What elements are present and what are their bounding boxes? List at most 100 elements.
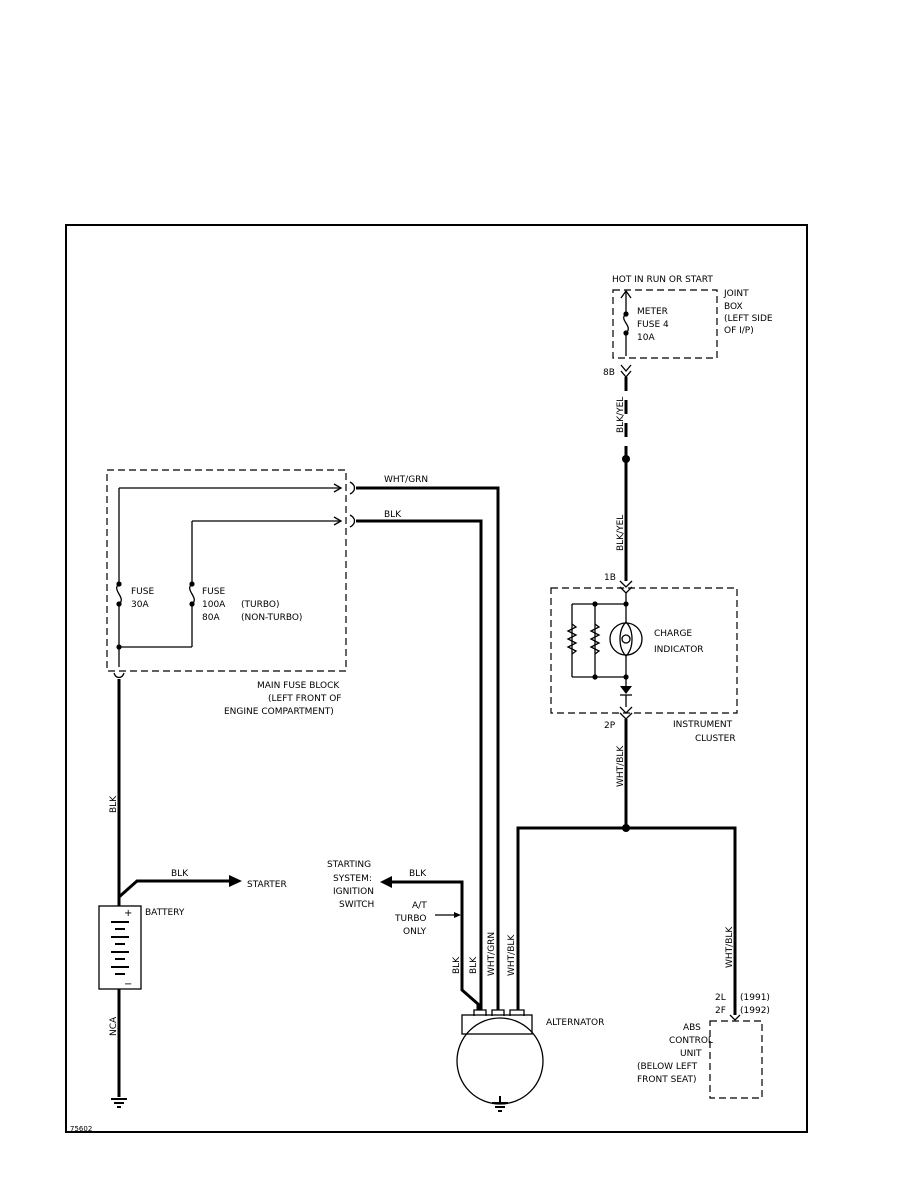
hot-in-run-label: HOT IN RUN OR START <box>612 275 713 285</box>
svg-text:IGNITION: IGNITION <box>333 887 374 897</box>
svg-text:(NON-TURBO): (NON-TURBO) <box>241 613 302 623</box>
svg-text:MAIN FUSE BLOCK: MAIN FUSE BLOCK <box>257 681 340 691</box>
meter-fuse-label: METER FUSE 4 10A <box>637 307 669 343</box>
battery-ground-icon <box>111 1098 127 1108</box>
svg-text:(1991): (1991) <box>740 993 770 1003</box>
wire-label-blk-yel-upper: BLK/YEL <box>616 397 626 433</box>
connector-blk-icon <box>349 514 356 528</box>
wire-blk-starter <box>118 879 230 899</box>
svg-text:FUSE 4: FUSE 4 <box>637 320 669 330</box>
svg-text:SWITCH: SWITCH <box>339 900 374 910</box>
wire-label-blk-starting: BLK <box>409 869 427 879</box>
starter-arrow-icon <box>229 875 242 887</box>
wire-blk-ignition <box>392 880 480 1010</box>
svg-text:OF I/P): OF I/P) <box>724 326 754 336</box>
charge-indicator-label: CHARGE INDICATOR <box>654 629 704 655</box>
svg-text:METER: METER <box>637 307 668 317</box>
connector-2p-label: 2P <box>604 721 616 731</box>
svg-text:2L: 2L <box>715 993 726 1003</box>
battery-icon: + − <box>98 897 142 990</box>
connector-1b-label: 1B <box>604 573 616 583</box>
connector-battery-feed-icon <box>113 672 125 679</box>
main-fuse-block-internal-wiring <box>116 483 343 667</box>
connector-8b-label: 8B <box>603 368 615 378</box>
battery-label: BATTERY <box>145 908 185 918</box>
svg-text:STARTING: STARTING <box>327 860 371 870</box>
diagram-frame <box>65 224 808 1133</box>
wire-label-blk-top: BLK <box>384 510 402 520</box>
wire-label-wht-blk-abs: WHT/BLK <box>725 926 735 968</box>
svg-text:JOINT: JOINT <box>723 289 749 299</box>
alternator-connector-icon <box>473 1009 525 1016</box>
svg-text:(BELOW LEFT: (BELOW LEFT <box>637 1062 698 1072</box>
alternator-label: ALTERNATOR <box>546 1018 604 1028</box>
wire-label-wht-blk-cluster: WHT/BLK <box>616 745 626 787</box>
main-fuse-block-outline <box>106 469 347 672</box>
abs-control-unit-label: ABS CONTROL UNIT (BELOW LEFT FRONT SEAT) <box>637 1023 713 1085</box>
svg-text:SYSTEM:: SYSTEM: <box>333 874 372 884</box>
wire-label-alt-blk-2: BLK <box>469 956 479 974</box>
joint-box-outline <box>612 289 718 359</box>
abs-connector-icon <box>729 1014 741 1021</box>
fuse-30a-label: FUSE 30A <box>131 587 154 610</box>
fuse-30a-icon <box>116 581 122 607</box>
svg-text:ONLY: ONLY <box>403 927 427 937</box>
svg-text:80A: 80A <box>202 613 220 623</box>
fuse-100a-label: FUSE 100A 80A (TURBO) (NON-TURBO) <box>202 587 302 623</box>
svg-text:CLUSTER: CLUSTER <box>695 734 736 744</box>
connector-1b-icon <box>619 580 633 588</box>
at-turbo-only-label: A/T TURBO ONLY <box>394 901 427 937</box>
abs-pin-labels: 2L 2F (1991) (1992) <box>715 993 770 1016</box>
svg-text:INDICATOR: INDICATOR <box>654 645 704 655</box>
wire-blk-fuse <box>356 519 483 1010</box>
wire-wht-grn <box>356 486 500 1010</box>
svg-text:100A: 100A <box>202 600 226 610</box>
svg-text:2F: 2F <box>715 1006 726 1016</box>
wire-label-wht-grn: WHT/GRN <box>384 475 428 485</box>
svg-text:(LEFT FRONT OF: (LEFT FRONT OF <box>268 694 341 704</box>
svg-text:A/T: A/T <box>412 901 427 911</box>
wire-wht-blk-bus <box>516 826 737 1015</box>
abs-control-unit-outline <box>709 1020 763 1099</box>
svg-text:FUSE: FUSE <box>202 587 225 597</box>
svg-text:(LEFT SIDE: (LEFT SIDE <box>724 314 773 324</box>
alternator-terminal-block <box>461 1014 533 1035</box>
starting-system-label: STARTING SYSTEM: IGNITION SWITCH <box>327 860 374 910</box>
connector-8b-icon <box>620 364 632 373</box>
instrument-cluster-label: INSTRUMENT CLUSTER <box>673 720 736 744</box>
svg-text:(1992): (1992) <box>740 1006 770 1016</box>
svg-text:TURBO: TURBO <box>394 914 426 924</box>
main-fuse-block-label: MAIN FUSE BLOCK (LEFT FRONT OF ENGINE CO… <box>224 681 341 717</box>
diode-icon <box>620 677 632 707</box>
svg-text:ABS: ABS <box>683 1023 701 1033</box>
svg-text:−: − <box>124 979 132 990</box>
svg-text:(TURBO): (TURBO) <box>241 600 279 610</box>
ignition-switch-arrow-icon <box>380 876 392 888</box>
wire-label-nca: NCA <box>109 1016 119 1036</box>
starter-label: STARTER <box>247 880 287 890</box>
charge-indicator-circuit <box>571 593 629 680</box>
wire-label-alt-wht-grn: WHT/GRN <box>487 932 497 976</box>
svg-text:UNIT: UNIT <box>680 1049 702 1059</box>
figure-id: 75602 <box>70 1125 92 1133</box>
resistor-1-icon <box>566 623 578 655</box>
wire-label-blk-battery: BLK <box>109 795 119 813</box>
svg-text:30A: 30A <box>131 600 149 610</box>
svg-text:10A: 10A <box>637 333 655 343</box>
alternator-ground-icon <box>492 1096 508 1112</box>
svg-text:INSTRUMENT: INSTRUMENT <box>673 720 733 730</box>
svg-text:FRONT SEAT): FRONT SEAT) <box>637 1075 696 1085</box>
wire-label-blk-yel-lower: BLK/YEL <box>616 515 626 551</box>
charge-indicator-lamp-icon <box>609 604 643 677</box>
svg-text:+: + <box>124 908 132 919</box>
svg-text:CHARGE: CHARGE <box>654 629 692 639</box>
connector-wht-grn-icon <box>349 481 356 495</box>
wire-label-blk-starter: BLK <box>171 869 189 879</box>
alternator-icon <box>456 1017 544 1105</box>
joint-box-label: JOINT BOX (LEFT SIDE OF I/P) <box>723 289 773 336</box>
connector-2p-icon <box>619 706 633 714</box>
svg-text:ENGINE COMPARTMENT): ENGINE COMPARTMENT) <box>224 707 334 717</box>
meter-fuse-4-icon <box>620 289 632 356</box>
wire-label-alt-blk-1: BLK <box>452 956 462 974</box>
